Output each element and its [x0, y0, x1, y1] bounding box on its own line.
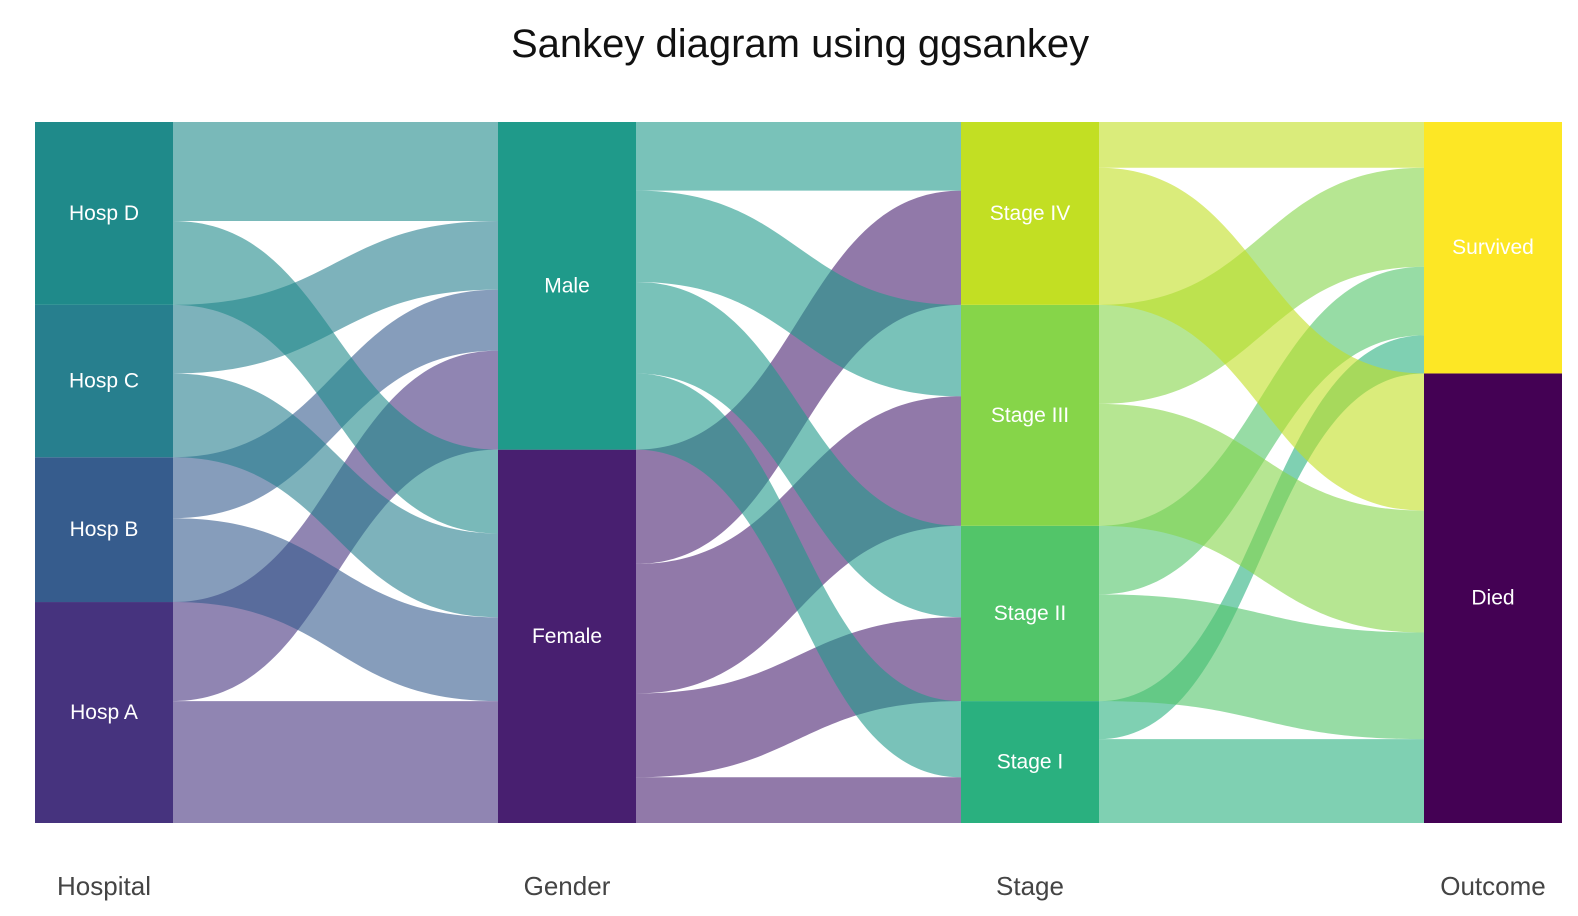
link-female-stage1 [636, 777, 961, 823]
node-label-stage3: Stage III [991, 404, 1069, 427]
link-male-stage1 [636, 373, 961, 778]
axis-label-gender: Gender [524, 871, 611, 901]
link-hospD-male [173, 122, 498, 222]
link-hospA-female [173, 701, 498, 823]
node-label-male: Male [544, 274, 590, 297]
axis-labels: Hospital Gender Stage Outcome [57, 871, 1546, 901]
node-stage1 [961, 701, 1099, 823]
node-hospC [35, 304, 173, 458]
link-stage4-survived [1099, 122, 1424, 168]
link-stage3-died [1099, 403, 1424, 633]
node-female [498, 449, 636, 823]
link-stage4-died [1099, 167, 1424, 511]
node-stage3 [961, 304, 1099, 526]
node-label-hospD: Hosp D [69, 202, 139, 225]
node-male [498, 122, 636, 450]
node-label-hospA: Hosp A [70, 701, 138, 724]
node-label-hospB: Hosp B [70, 518, 139, 541]
axis-label-hospital: Hospital [57, 871, 151, 901]
link-hospD-female [173, 221, 498, 534]
node-survived [1424, 122, 1562, 374]
node-died [1424, 373, 1562, 823]
node-label-stage2: Stage II [994, 602, 1066, 625]
node-label-stage4: Stage IV [990, 202, 1071, 225]
node-label-hospC: Hosp C [69, 370, 139, 393]
nodes-layer [35, 122, 1562, 823]
axis-label-stage: Stage [996, 871, 1064, 901]
link-stage1-died [1099, 739, 1424, 823]
node-label-died: Died [1471, 587, 1514, 610]
link-male-stage3 [636, 190, 961, 397]
node-hospA [35, 602, 173, 823]
link-hospC-female [173, 373, 498, 618]
node-label-female: Female [532, 625, 602, 648]
link-female-stage2 [636, 617, 961, 778]
node-label-survived: Survived [1452, 236, 1534, 259]
node-label-stage1: Stage I [997, 751, 1064, 774]
node-hospB [35, 457, 173, 603]
link-male-stage4 [636, 122, 961, 191]
link-hospB-female [173, 518, 498, 702]
link-male-stage2 [636, 282, 961, 618]
chart-title: Sankey diagram using ggsankey [510, 22, 1090, 66]
node-stage4 [961, 122, 1099, 305]
link-stage2-died [1099, 594, 1424, 740]
node-stage2 [961, 525, 1099, 702]
links-layer [173, 122, 1424, 823]
axis-label-outcome: Outcome [1440, 871, 1546, 901]
link-hospC-male [173, 221, 498, 374]
node-hospD [35, 122, 173, 305]
